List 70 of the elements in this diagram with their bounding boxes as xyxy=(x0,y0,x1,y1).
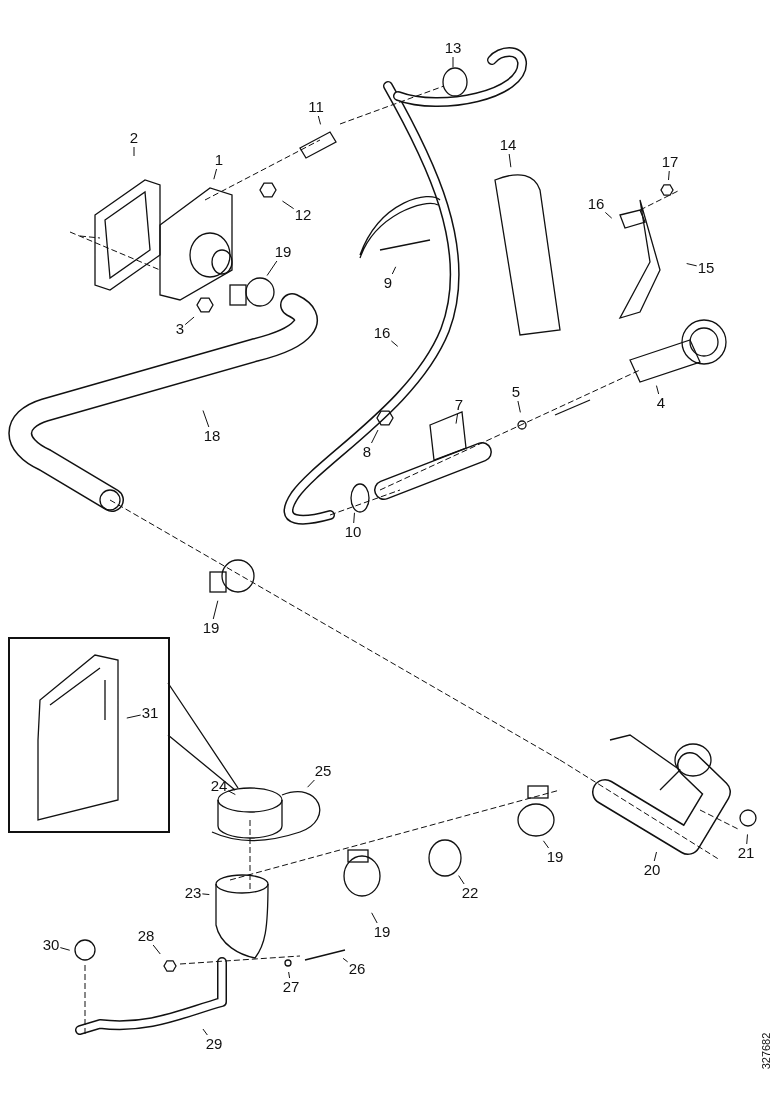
leader-line xyxy=(342,957,349,963)
callout-number: 8 xyxy=(362,444,372,460)
callout-number: 29 xyxy=(205,1036,223,1052)
callout-number: 22 xyxy=(461,885,479,901)
callout-number: 16 xyxy=(587,196,605,212)
leader-line xyxy=(655,385,660,395)
leader-line xyxy=(317,115,322,125)
leader-line xyxy=(508,153,512,168)
leader-line xyxy=(353,512,355,524)
callout-number: 15 xyxy=(697,260,715,276)
callout-number: 5 xyxy=(511,384,521,400)
callout-number: 2 xyxy=(129,130,139,146)
callout-number: 23 xyxy=(184,885,202,901)
drawing-number: 327682 xyxy=(760,1032,773,1070)
callout-number: 28 xyxy=(137,928,155,944)
leader-line xyxy=(133,146,135,157)
callout-number: 12 xyxy=(294,207,312,223)
callout-number: 3 xyxy=(175,321,185,337)
callout-number: 10 xyxy=(344,524,362,540)
leader-line xyxy=(668,170,670,181)
leader-line xyxy=(266,260,278,277)
leader-line xyxy=(126,714,142,719)
leader-line xyxy=(59,947,71,951)
callout-number: 17 xyxy=(661,154,679,170)
callout-number: 14 xyxy=(499,137,517,153)
leader-line xyxy=(288,971,291,979)
leader-line xyxy=(281,200,295,210)
callout-number: 18 xyxy=(203,428,221,444)
callout-number: 7 xyxy=(454,397,464,413)
leader-line xyxy=(227,790,236,796)
leader-line xyxy=(202,410,210,428)
callout-number: 27 xyxy=(282,979,300,995)
leader-line xyxy=(213,168,218,180)
leader-line xyxy=(517,400,521,413)
callout-number: 13 xyxy=(444,40,462,56)
leader-line xyxy=(452,56,454,68)
leader-line xyxy=(202,1028,208,1036)
inset-frame xyxy=(8,637,170,833)
leader-line xyxy=(455,413,459,425)
callout-number: 24 xyxy=(210,778,228,794)
callout-number: 19 xyxy=(373,924,391,940)
callout-number: 11 xyxy=(308,99,324,115)
callout-number: 26 xyxy=(348,961,366,977)
leader-line xyxy=(152,944,161,955)
leader-line xyxy=(201,893,210,896)
callout-number: 1 xyxy=(214,152,224,168)
leader-line xyxy=(458,875,465,885)
callout-number: 25 xyxy=(314,763,332,779)
callout-number: 16 xyxy=(373,325,391,341)
callout-number: 19 xyxy=(546,849,564,865)
leader-line xyxy=(307,779,315,788)
leader-line xyxy=(653,851,657,862)
leader-line xyxy=(686,263,698,267)
leader-line xyxy=(371,429,379,444)
callout-number: 9 xyxy=(383,275,393,291)
leader-line xyxy=(184,316,195,326)
leader-line xyxy=(212,600,219,620)
leader-line xyxy=(390,340,399,347)
callout-number: 19 xyxy=(202,620,220,636)
callout-number: 19 xyxy=(274,244,292,260)
callout-number: 30 xyxy=(42,937,60,953)
leader-line xyxy=(391,266,397,275)
leader-line xyxy=(371,912,378,924)
callout-number: 31 xyxy=(141,705,159,721)
leader-line xyxy=(604,211,613,219)
callout-number: 21 xyxy=(737,845,755,861)
callout-number: 20 xyxy=(643,862,661,878)
leader-line xyxy=(746,833,748,845)
callout-number: 4 xyxy=(656,395,666,411)
leader-line xyxy=(542,840,550,849)
